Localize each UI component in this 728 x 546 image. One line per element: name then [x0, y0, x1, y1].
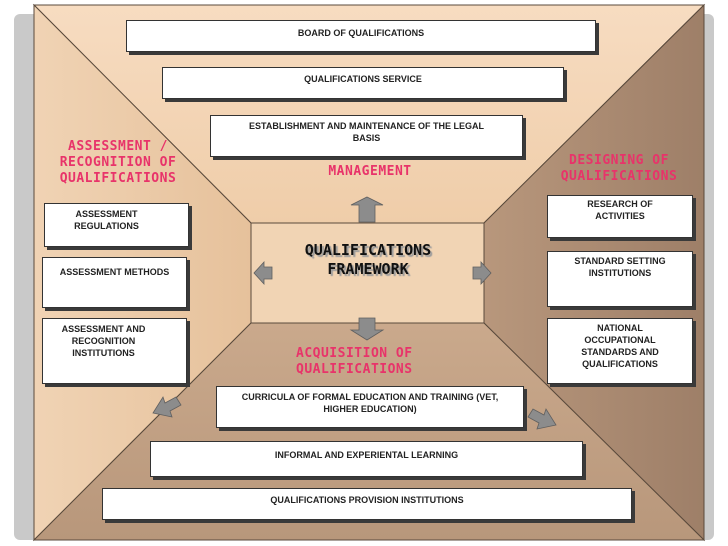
arrow-up-icon	[350, 196, 384, 223]
board-of-qualifications-box: BOARD OF QUALIFICATIONS	[126, 20, 596, 52]
arrow-right-icon	[472, 260, 492, 286]
arrow-left-icon	[253, 260, 273, 286]
center-title: QUALIFICATIONS FRAMEWORK	[304, 241, 432, 278]
assessment-regulations-box: ASSESSMENT REGULATIONS	[44, 203, 189, 247]
standard-setting-institutions-box: STANDARD SETTING INSTITUTIONS	[547, 251, 693, 307]
arrow-bottom-right-icon	[527, 408, 557, 430]
occupational-standards-box: NATIONAL OCCUPATIONAL STANDARDS AND QUAL…	[547, 318, 693, 384]
assessment-recognition-label: ASSESSMENT / RECOGNITION OF QUALIFICATIO…	[59, 139, 177, 186]
informal-experiental-learning-box: INFORMAL AND EXPERIENTAL LEARNING	[150, 441, 583, 477]
provision-institutions-box: QUALIFICATIONS PROVISION INSTITUTIONS	[102, 488, 632, 520]
designing-of-qualifications-label: DESIGNING OF QUALIFICATIONS	[560, 153, 678, 184]
arrow-bottom-left-icon	[152, 396, 182, 418]
curricula-formal-education-box: CURRICULA OF FORMAL EDUCATION AND TRAINI…	[216, 386, 524, 428]
legal-basis-box: ESTABLISHMENT AND MAINTENANCE OF THE LEG…	[210, 115, 523, 157]
assessment-recognition-institutions-box: ASSESSMENT AND RECOGNITION INSTITUTIONS	[42, 318, 187, 384]
acquisition-of-qualifications-label: ACQUISITION OF QUALIFICATIONS	[296, 346, 413, 377]
arrow-down-icon	[349, 317, 385, 341]
research-of-activities-box: RESEARCH OF ACTIVITIES	[547, 195, 693, 238]
assessment-methods-box: ASSESSMENT METHODS	[42, 257, 187, 308]
qualifications-service-box: QUALIFICATIONS SERVICE	[162, 67, 564, 99]
management-label: MANAGEMENT	[328, 164, 412, 179]
